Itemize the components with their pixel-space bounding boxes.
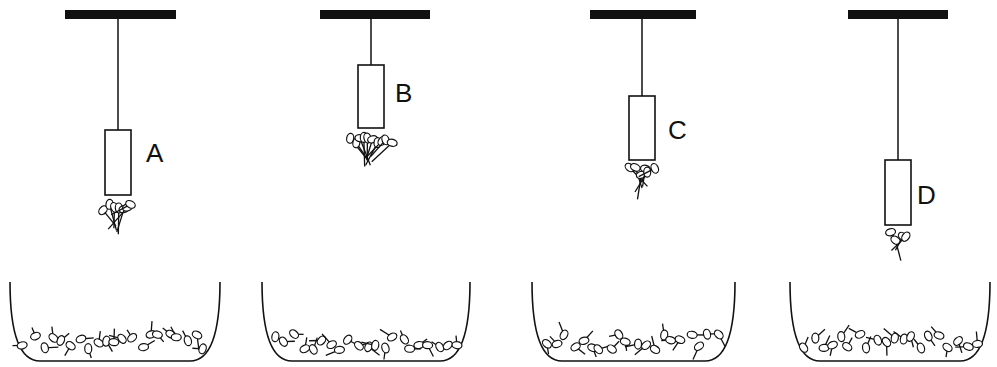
tack-head [916,342,926,354]
tack-clump [624,162,660,200]
tack-head [827,340,839,351]
tack-head [386,331,398,342]
tack-head [342,334,354,346]
ceiling-bars [65,10,948,19]
tack-head [606,343,618,355]
tack-head [798,342,810,354]
tack-pile [541,322,725,359]
tack-head [941,342,953,354]
tack-head [452,341,463,349]
tack-head [56,335,66,347]
tack-head [399,333,410,345]
tack-head [905,331,915,343]
magnets [105,65,911,225]
tack-head [371,340,380,351]
tack-head [183,335,192,346]
tack-head [171,334,181,341]
tack-head [650,162,660,174]
tack-head [288,328,300,340]
tack-head [191,330,203,341]
tack-head [198,343,208,355]
tack-head [30,331,42,341]
tack-head [109,338,120,346]
tack-head [923,330,933,342]
tack-head [952,335,964,347]
tack-head [85,344,92,354]
tack-head [713,329,725,341]
tack-head [881,336,893,348]
tack-head [873,334,883,346]
tack-clump [885,227,912,260]
tack-head [271,331,280,342]
tack-head [126,332,138,344]
tack-head [386,138,397,147]
tack-head [116,333,128,345]
tack-head [885,227,897,236]
tack-pile [271,328,462,359]
magnet-label: D [917,182,936,208]
tack-head [381,342,391,354]
tack-head [40,342,49,353]
tack-head [841,341,853,352]
tacks-in-dish [13,321,983,359]
tack-head [278,336,289,348]
tack-head [578,336,590,346]
tack-head [862,342,870,353]
tack-head [65,340,77,352]
dishes [10,282,990,361]
tack-clump [97,199,136,234]
tack-pile [798,325,983,357]
tack-head [75,334,87,344]
tack-head [551,339,563,349]
tack-head [138,343,149,351]
strings [118,19,898,160]
tack-head [972,340,983,348]
magnet-label: C [668,117,687,143]
tack-head [854,329,866,340]
tack-head [124,199,136,210]
tack-head [649,344,661,355]
magnet-label: B [395,80,412,106]
tack-head [592,343,604,355]
tack-head [933,331,945,341]
magnet-label: A [146,140,163,166]
tack-head [674,335,686,345]
tack-head [619,337,631,347]
tack-head [687,331,698,339]
tack-head [634,339,641,349]
tack-head [541,338,553,350]
tack-pile [13,321,208,358]
tack-head [559,329,570,341]
attracted-tacks [97,132,912,260]
tack-head [837,331,845,342]
tack-head [404,345,414,353]
tack-head [152,330,163,339]
tack-head [353,340,365,352]
tack-head [812,333,819,343]
tack-head [16,341,27,350]
tack-head [702,329,711,340]
tack-head [422,341,432,348]
tack-head [308,343,319,355]
tack-head [900,231,912,243]
tack-head [316,334,328,346]
tack-head [693,340,705,352]
tack-head [334,346,345,354]
tack-head [665,336,676,345]
tack-clump [346,132,398,166]
